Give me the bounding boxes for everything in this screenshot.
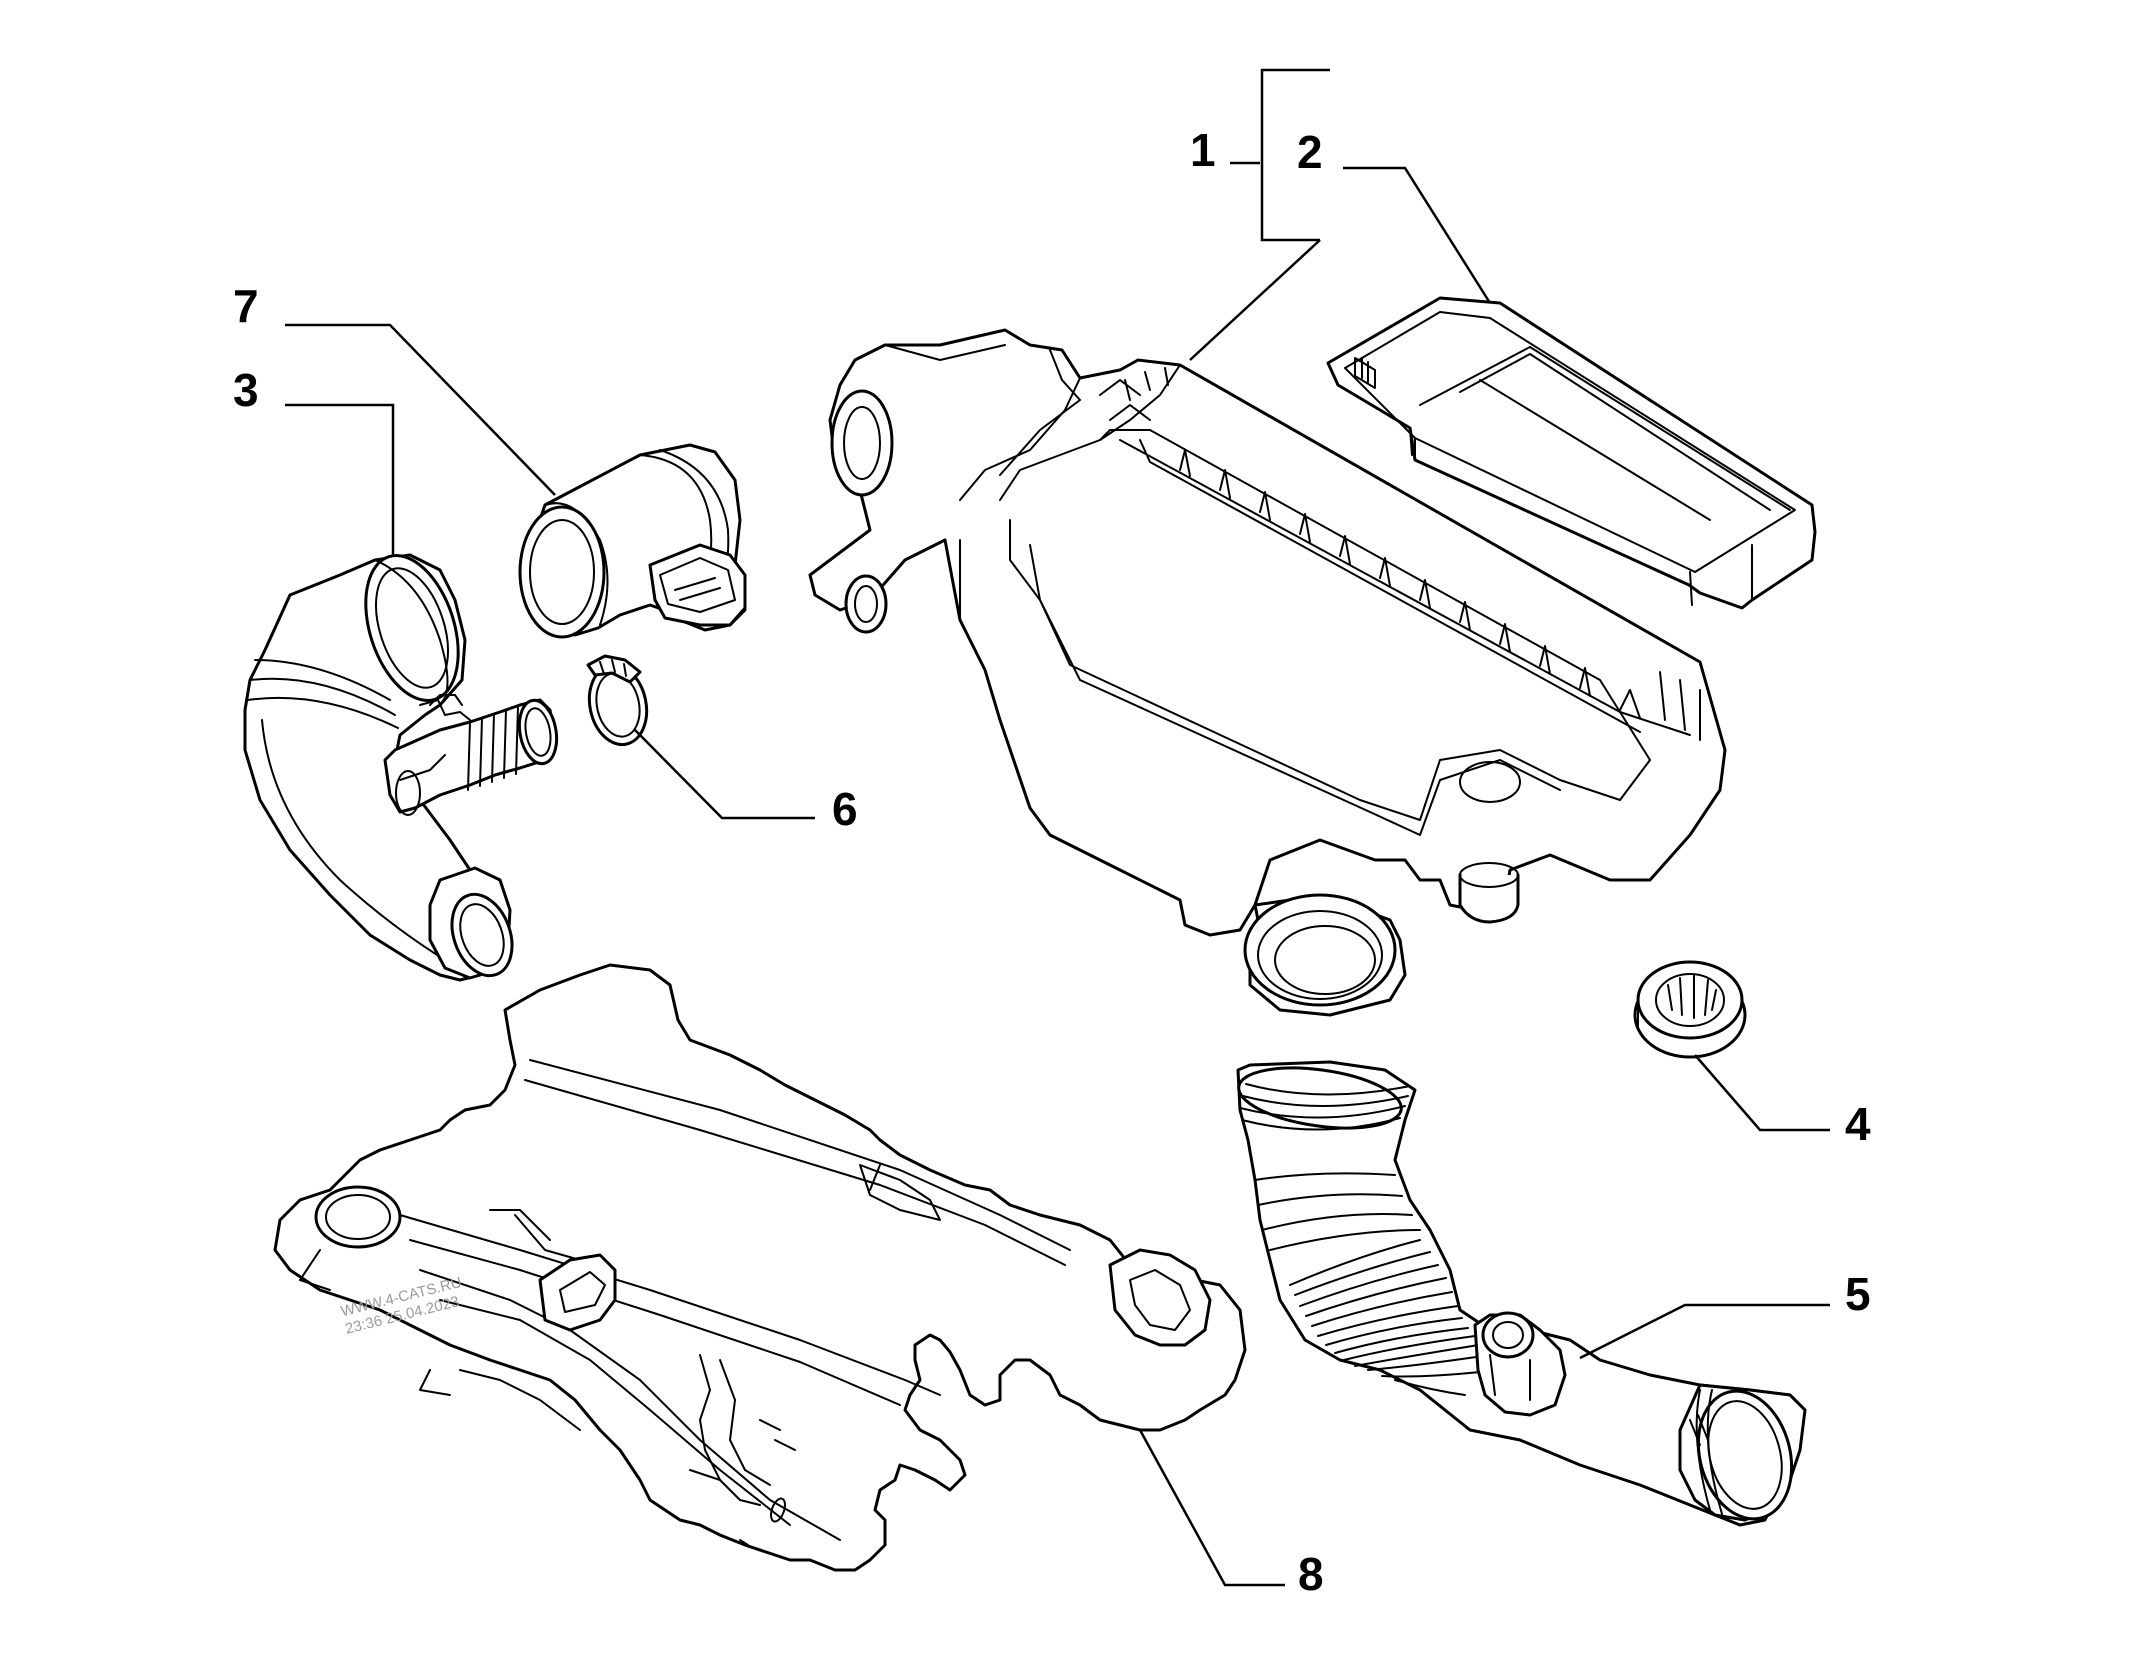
callout-4: 4: [1845, 1098, 1871, 1150]
callout-8: 8: [1298, 1548, 1324, 1600]
part-7-air-flow-meter: [518, 443, 747, 639]
callout-7: 7: [233, 280, 259, 332]
leader-3: [285, 403, 395, 555]
callout-3: 3: [233, 364, 259, 416]
callout-5: 5: [1845, 1268, 1871, 1320]
part-3-intake-hose: [243, 553, 559, 982]
part-2-air-filter-element: [1326, 296, 1817, 610]
leader-5: [1579, 1303, 1830, 1360]
part-8-air-guide-cover: [273, 963, 1247, 1572]
leader-1-pointer: [1189, 239, 1321, 361]
leader-8: [1138, 1429, 1285, 1587]
part-6-hose-clamp: [586, 654, 649, 747]
leader-lines: [285, 68, 1830, 1587]
leader-2: [1343, 166, 1492, 304]
part-1-air-box: [808, 328, 1727, 1017]
bracket-1: [1260, 68, 1330, 242]
part-5-corrugated-duct: [1236, 1060, 1807, 1527]
callout-6: 6: [832, 783, 858, 835]
leader-7: [285, 323, 556, 496]
callout-2: 2: [1297, 126, 1323, 178]
leader-6: [634, 729, 815, 820]
leader-4: [1694, 1054, 1830, 1132]
callout-1: 1: [1190, 124, 1216, 176]
part-4-grommet: [1633, 960, 1747, 1059]
callout-labels: 1 2 3 4 5 6 7 8: [233, 124, 1871, 1600]
